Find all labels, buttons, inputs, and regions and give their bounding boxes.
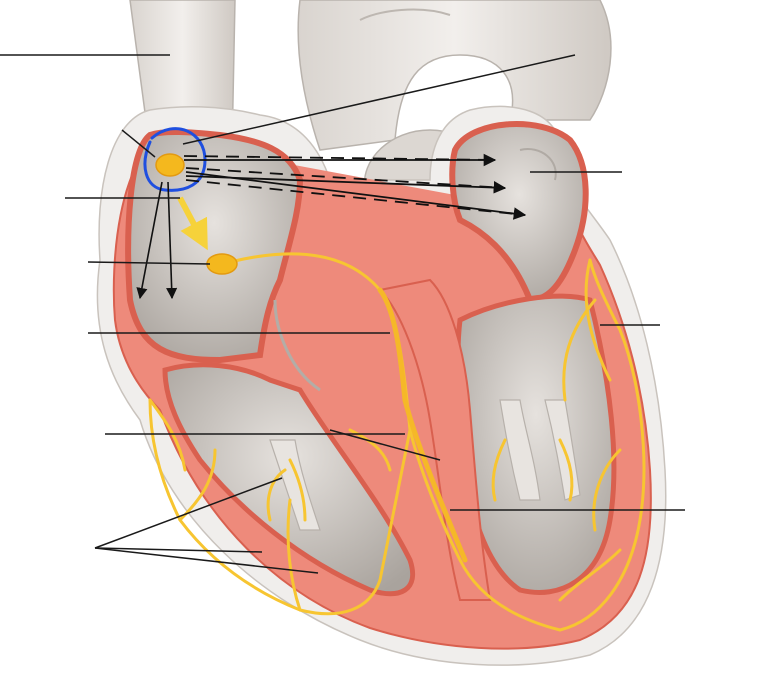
leader-line-sa-node-left: [121, 129, 156, 158]
sa-node-highlight-circle: [143, 127, 207, 192]
sa-to-av-arrow: [177, 196, 208, 251]
atrial-depolarization-arrows: [136, 181, 178, 300]
leader-line-sa-node-upper: [182, 54, 576, 145]
bundle-branches: [377, 287, 468, 563]
internodal-pathway-arrows: [183, 153, 527, 220]
sa-node: [155, 153, 185, 177]
av-node: [206, 253, 238, 275]
leader-line-purkinje-b: [94, 547, 263, 553]
leader-line-av-node: [87, 261, 211, 265]
leader-lines: [0, 54, 685, 574]
interventricular-septum: [377, 278, 492, 601]
leader-line-purkinje-a: [94, 477, 283, 549]
leader-line-bundle-branch-to-septum: [329, 429, 441, 461]
leader-line-purkinje-c: [94, 547, 319, 574]
